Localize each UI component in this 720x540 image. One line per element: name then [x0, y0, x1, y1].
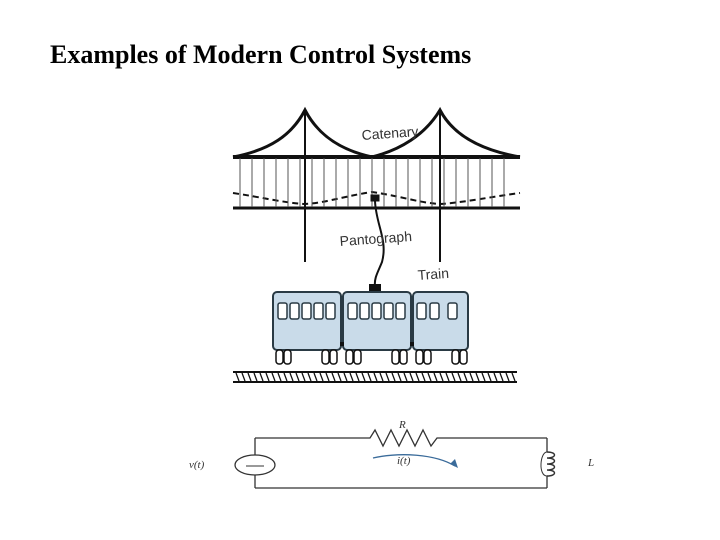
rail-tie	[265, 372, 270, 382]
rail-tie	[349, 372, 354, 382]
rail-tie	[361, 372, 366, 382]
rail-tie	[433, 372, 438, 382]
pantograph-label: Pantograph	[339, 228, 412, 249]
train-label: Train	[417, 265, 449, 283]
rail-tie	[307, 372, 312, 382]
rail-tie	[379, 372, 384, 382]
rail-tie	[331, 372, 336, 382]
rail-tie	[511, 372, 516, 382]
current-label: i(t)	[397, 455, 411, 467]
resistor-label: R	[398, 419, 406, 431]
rail-tie	[385, 372, 390, 382]
rail-tie	[343, 372, 348, 382]
rail-tie	[319, 372, 324, 382]
rail-tie	[301, 372, 306, 382]
train	[272, 284, 469, 365]
rail-tie	[295, 372, 300, 382]
resistor-symbol	[255, 428, 547, 448]
rail-tie	[337, 372, 342, 382]
rail-tie	[241, 372, 246, 382]
current-arrow	[372, 454, 458, 468]
rail-tie	[289, 372, 294, 382]
rail-tie	[247, 372, 252, 382]
rail-tie	[481, 372, 486, 382]
rail-tie	[259, 372, 264, 382]
rail-tie	[409, 372, 414, 382]
pantograph-cable	[370, 194, 385, 287]
rail-tie	[457, 372, 462, 382]
rail-tie	[277, 372, 282, 382]
rail-tie	[235, 372, 240, 382]
rail-tie	[283, 372, 288, 382]
rail-tie	[499, 372, 504, 382]
train-car-2	[342, 291, 412, 351]
rail-tie	[445, 372, 450, 382]
rail-tie	[415, 372, 420, 382]
rail-tie	[451, 372, 456, 382]
inductor-label: L	[587, 457, 594, 469]
rail-tie	[391, 372, 396, 382]
train-wheels	[275, 349, 468, 365]
rail-tie	[427, 372, 432, 382]
train-car-3	[412, 291, 469, 351]
rail-tie	[313, 372, 318, 382]
rail-tie	[325, 372, 330, 382]
rail-tie	[373, 372, 378, 382]
rail-tie	[463, 372, 468, 382]
rail-tie	[475, 372, 480, 382]
rail-tie	[367, 372, 372, 382]
rail-tie	[253, 372, 258, 382]
rail-tie	[271, 372, 276, 382]
rail-tie	[355, 372, 360, 382]
rail-tie	[493, 372, 498, 382]
rl-circuit	[234, 428, 556, 489]
rail-track	[233, 371, 517, 383]
catenary-droppers	[239, 158, 505, 207]
catenary-label: Catenary	[361, 123, 419, 143]
slide-title: Examples of Modern Control Systems	[50, 40, 472, 69]
rail-tie	[439, 372, 444, 382]
train-car-1	[272, 291, 342, 351]
rail-tie	[421, 372, 426, 382]
source-label: v(t)	[189, 459, 205, 471]
rail-tie	[469, 372, 474, 382]
rail-tie	[403, 372, 408, 382]
rail-tie	[487, 372, 492, 382]
voltage-source-symbol	[234, 454, 276, 476]
rail-tie	[397, 372, 402, 382]
inductor-symbol	[546, 451, 556, 477]
rail-tie	[505, 372, 510, 382]
